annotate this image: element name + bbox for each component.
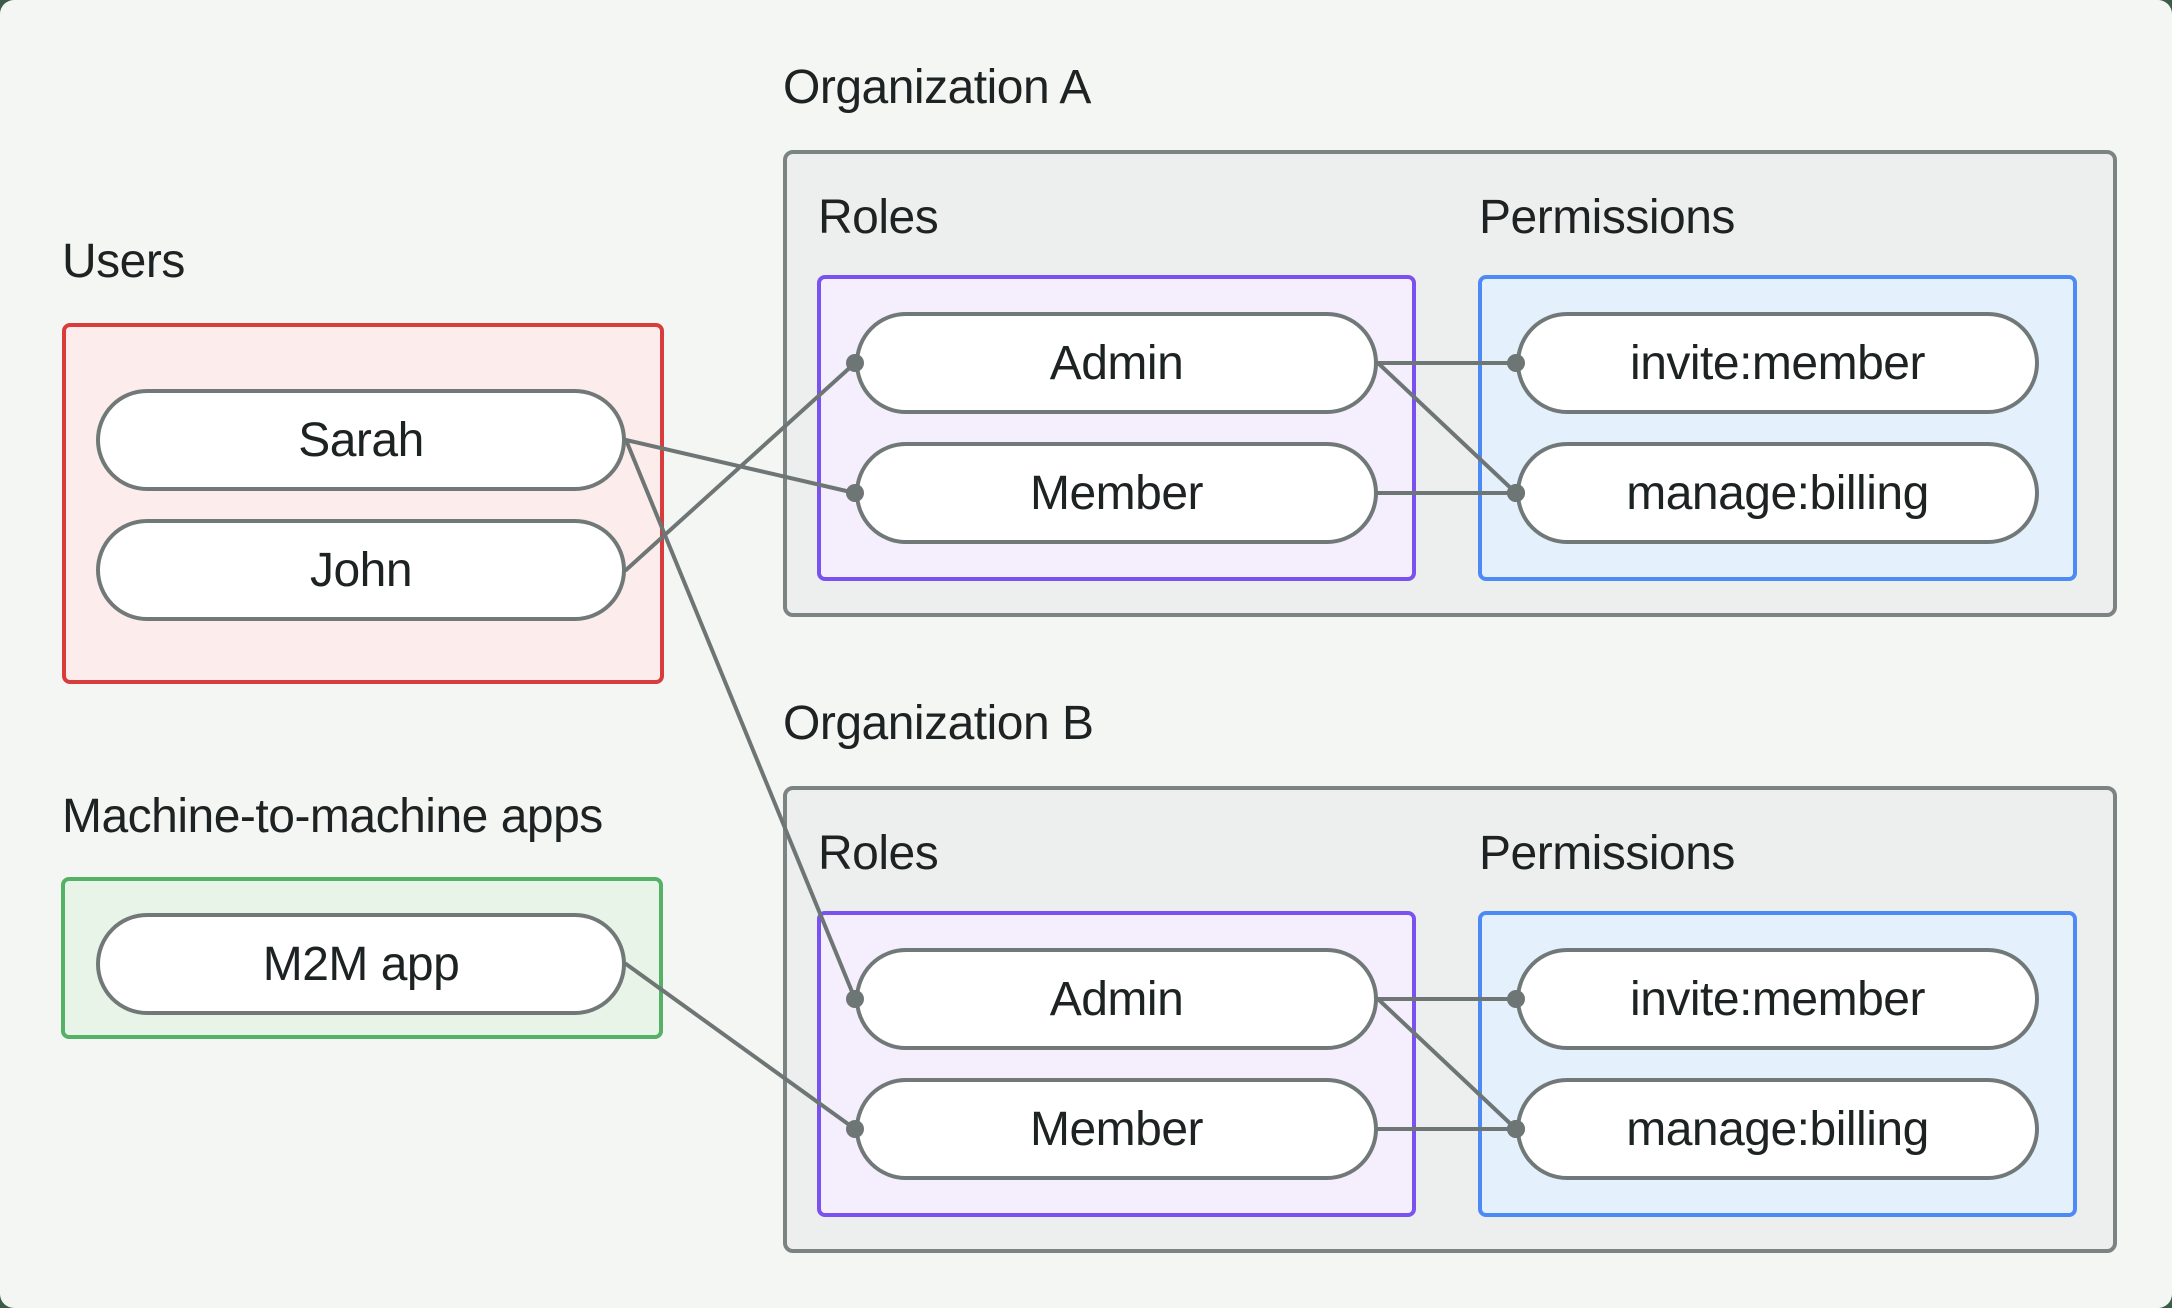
node-org-b-member: Member [855, 1078, 1378, 1180]
org-b-roles-label: Roles [818, 827, 939, 880]
org-a-permissions-label: Permissions [1479, 191, 1735, 244]
node-org-b-admin: Admin [855, 948, 1378, 1050]
m2m-group-label: Machine-to-machine apps [62, 790, 603, 843]
node-org-a-invite-member-label: invite:member [1630, 336, 1925, 390]
node-org-a-admin: Admin [855, 312, 1378, 414]
node-john-label: John [309, 543, 413, 597]
node-org-b-invite-member-label: invite:member [1630, 972, 1925, 1026]
org-b-label: Organization B [783, 697, 1094, 750]
users-group-label: Users [62, 235, 185, 288]
node-org-b-manage-billing-label: manage:billing [1626, 1102, 1929, 1156]
node-sarah-label: Sarah [298, 413, 424, 467]
org-a-label: Organization A [783, 61, 1091, 114]
node-m2m-app-label: M2M app [262, 937, 460, 991]
users-group-box [62, 323, 664, 684]
node-org-a-member: Member [855, 442, 1378, 544]
node-org-b-admin-label: Admin [1049, 972, 1184, 1026]
node-org-b-manage-billing: manage:billing [1516, 1078, 2039, 1180]
org-b-permissions-label: Permissions [1479, 827, 1735, 880]
node-org-a-admin-label: Admin [1049, 336, 1184, 390]
node-sarah: Sarah [96, 389, 626, 491]
org-a-roles-label: Roles [818, 191, 939, 244]
node-org-a-manage-billing: manage:billing [1516, 442, 2039, 544]
node-m2m-app: M2M app [96, 913, 626, 1015]
node-org-a-manage-billing-label: manage:billing [1626, 466, 1929, 520]
node-john: John [96, 519, 626, 621]
node-org-a-member-label: Member [1029, 466, 1204, 520]
node-org-a-invite-member: invite:member [1516, 312, 2039, 414]
node-org-b-member-label: Member [1029, 1102, 1204, 1156]
node-org-b-invite-member: invite:member [1516, 948, 2039, 1050]
